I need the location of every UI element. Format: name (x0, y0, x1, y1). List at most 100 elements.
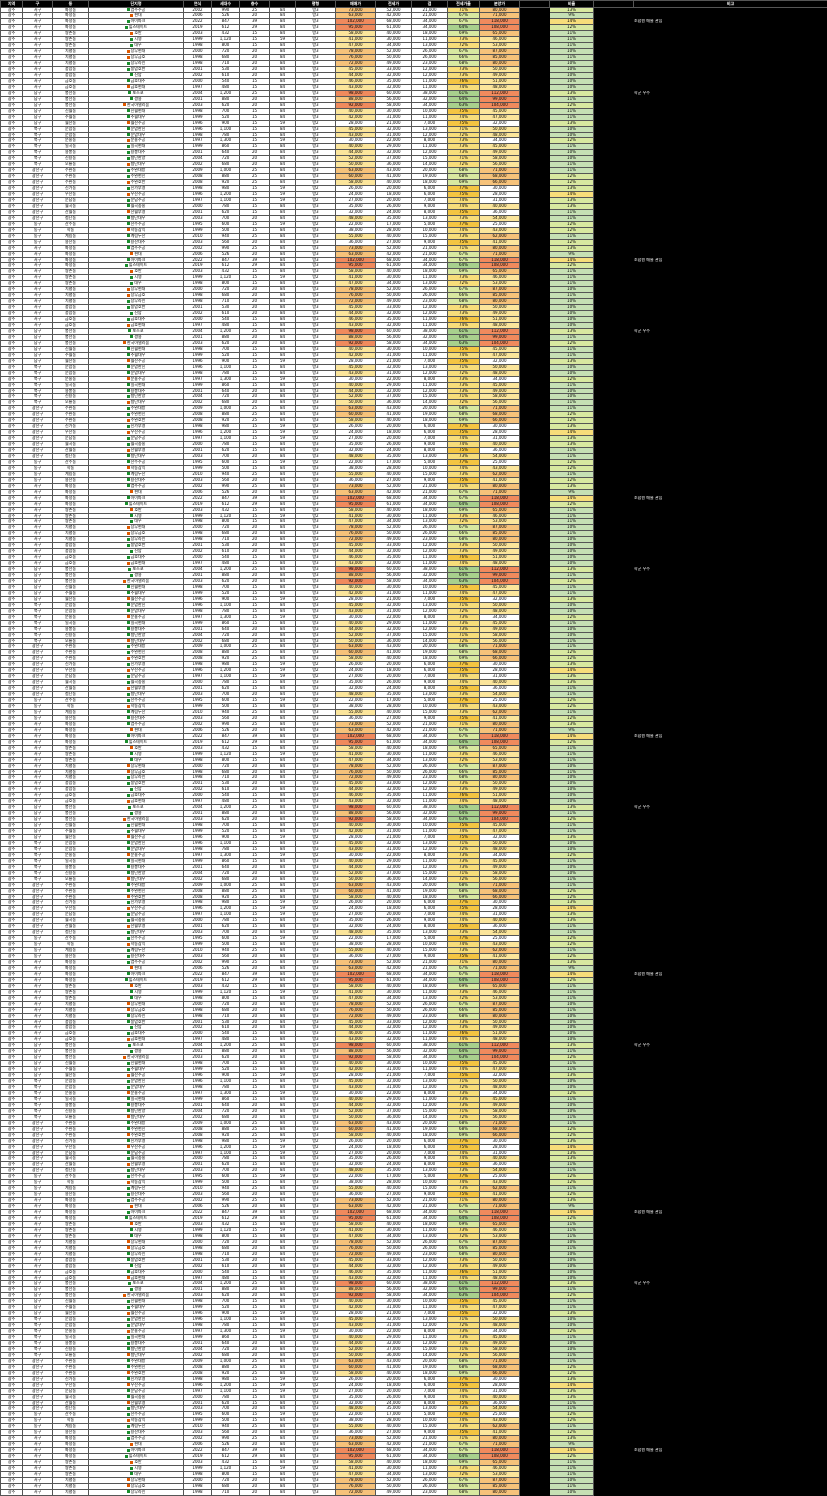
complex-name: 쌍용 (134, 334, 141, 339)
status-square-icon (127, 556, 130, 559)
status-square-icon (127, 1008, 130, 1011)
status-square-icon (127, 824, 130, 827)
status-square-icon (127, 913, 130, 916)
complex-name: 계림두산 (131, 1186, 146, 1191)
status-square-icon (130, 966, 133, 969)
complex-name: 산수주공 (131, 698, 146, 703)
status-square-icon (127, 931, 130, 934)
status-square-icon (127, 591, 130, 594)
status-square-icon (127, 1342, 130, 1345)
status-square-icon (127, 1109, 130, 1112)
complex-name: 힐스테이트 (129, 977, 147, 982)
complex-name: 첨단한양 (131, 394, 146, 399)
status-square-icon (127, 1169, 130, 1172)
status-square-icon (127, 1181, 130, 1184)
complex-name: 금호현대 (131, 561, 146, 566)
status-square-icon (127, 478, 130, 481)
status-square-icon (127, 1193, 130, 1196)
complex-name: 상무금호 (131, 55, 146, 60)
complex-name: 수완대방 (131, 1120, 146, 1125)
status-square-icon (127, 1020, 130, 1023)
complex-name: 수완현진 (131, 1364, 146, 1369)
complex-name: 상무라인 (131, 299, 146, 304)
complex-name: 현대 (134, 727, 141, 732)
status-square-icon (127, 889, 130, 892)
status-square-icon (127, 544, 130, 547)
complex-name: 계림두산 (131, 948, 146, 953)
status-square-icon (127, 193, 130, 196)
status-square-icon (127, 1145, 130, 1148)
complex-name: 금호현대 (131, 1037, 146, 1042)
complex-name: 상무현대 (131, 763, 146, 768)
complex-name: 일곡현대 (131, 1096, 146, 1101)
status-square-icon (127, 1121, 130, 1124)
status-square-icon (130, 1205, 133, 1208)
complex-name: 대우 (134, 995, 141, 1000)
status-square-icon (127, 484, 130, 487)
status-square-icon (127, 1199, 130, 1202)
complex-name: 포스코 (132, 805, 143, 810)
status-square-icon (130, 14, 133, 17)
complex-name: 운남주공 (131, 198, 146, 203)
status-square-icon (130, 97, 133, 100)
status-square-icon (130, 812, 133, 815)
status-square-icon (127, 1002, 130, 1005)
status-square-icon (130, 335, 133, 338)
status-square-icon (127, 972, 130, 975)
complex-name: 진월현대 (131, 346, 146, 351)
status-square-icon (127, 687, 130, 690)
status-square-icon (130, 550, 133, 553)
complex-name: 진월현대 (131, 1299, 146, 1304)
status-square-icon (127, 782, 130, 785)
complex-name: 상무라인 (131, 61, 146, 66)
complex-name: 산월부영 (131, 1400, 146, 1405)
status-square-icon (127, 288, 130, 291)
complex-name: 염주주공 (131, 7, 146, 12)
status-square-icon (127, 133, 130, 136)
complex-name: 대우 (134, 519, 141, 524)
status-square-icon (127, 443, 130, 446)
complex-name: 첨단대우 (131, 215, 146, 220)
complex-name: 아이파크 (131, 971, 146, 976)
status-square-icon (127, 955, 130, 958)
complex-name: 우산주공 (131, 906, 146, 911)
status-square-icon (123, 580, 126, 583)
complex-name: 힐스테이트 (129, 1215, 147, 1220)
status-square-icon (127, 663, 130, 666)
status-square-icon (127, 538, 130, 541)
complex-name: 운암한신 (131, 840, 146, 845)
status-square-icon (127, 460, 130, 463)
status-square-icon (127, 50, 130, 53)
complex-name: 신암 (134, 1025, 141, 1030)
status-square-icon (127, 1383, 130, 1386)
complex-name: 아이파크 (131, 733, 146, 738)
complex-name: 일곡현대 (131, 144, 146, 149)
complex-name: 쌍용 (134, 573, 141, 578)
complex-name: 진월현대 (131, 823, 146, 828)
complex-name: 산월부영 (131, 209, 146, 214)
complex-name: 진월현대 (131, 1061, 146, 1066)
complex-name: 용봉대주 (131, 1341, 146, 1346)
complex-name: 산월부영 (131, 924, 146, 929)
complex-name: 운암대우 (131, 132, 146, 137)
status-square-icon (130, 984, 133, 987)
complex-name: 학동삼익 (131, 465, 146, 470)
complex-name: 풍암호반 (131, 67, 146, 72)
status-square-icon (127, 1258, 130, 1261)
complex-name: 시영 (134, 751, 141, 756)
complex-name: 우산주공 (131, 668, 146, 673)
status-square-icon (127, 8, 130, 11)
status-square-icon (127, 1091, 130, 1094)
status-square-icon (127, 68, 130, 71)
complex-name: 산수주공 (131, 221, 146, 226)
status-square-icon (127, 318, 130, 321)
complex-name: 수완대방 (131, 882, 146, 887)
complex-name: 수완호반 (131, 656, 146, 661)
status-square-icon (127, 1187, 130, 1190)
complex-name: 신가부영 (131, 662, 146, 667)
complex-name: 현대 (134, 489, 141, 494)
status-square-icon (127, 222, 130, 225)
complex-name: 현대 (134, 251, 141, 256)
status-square-icon (127, 693, 130, 696)
